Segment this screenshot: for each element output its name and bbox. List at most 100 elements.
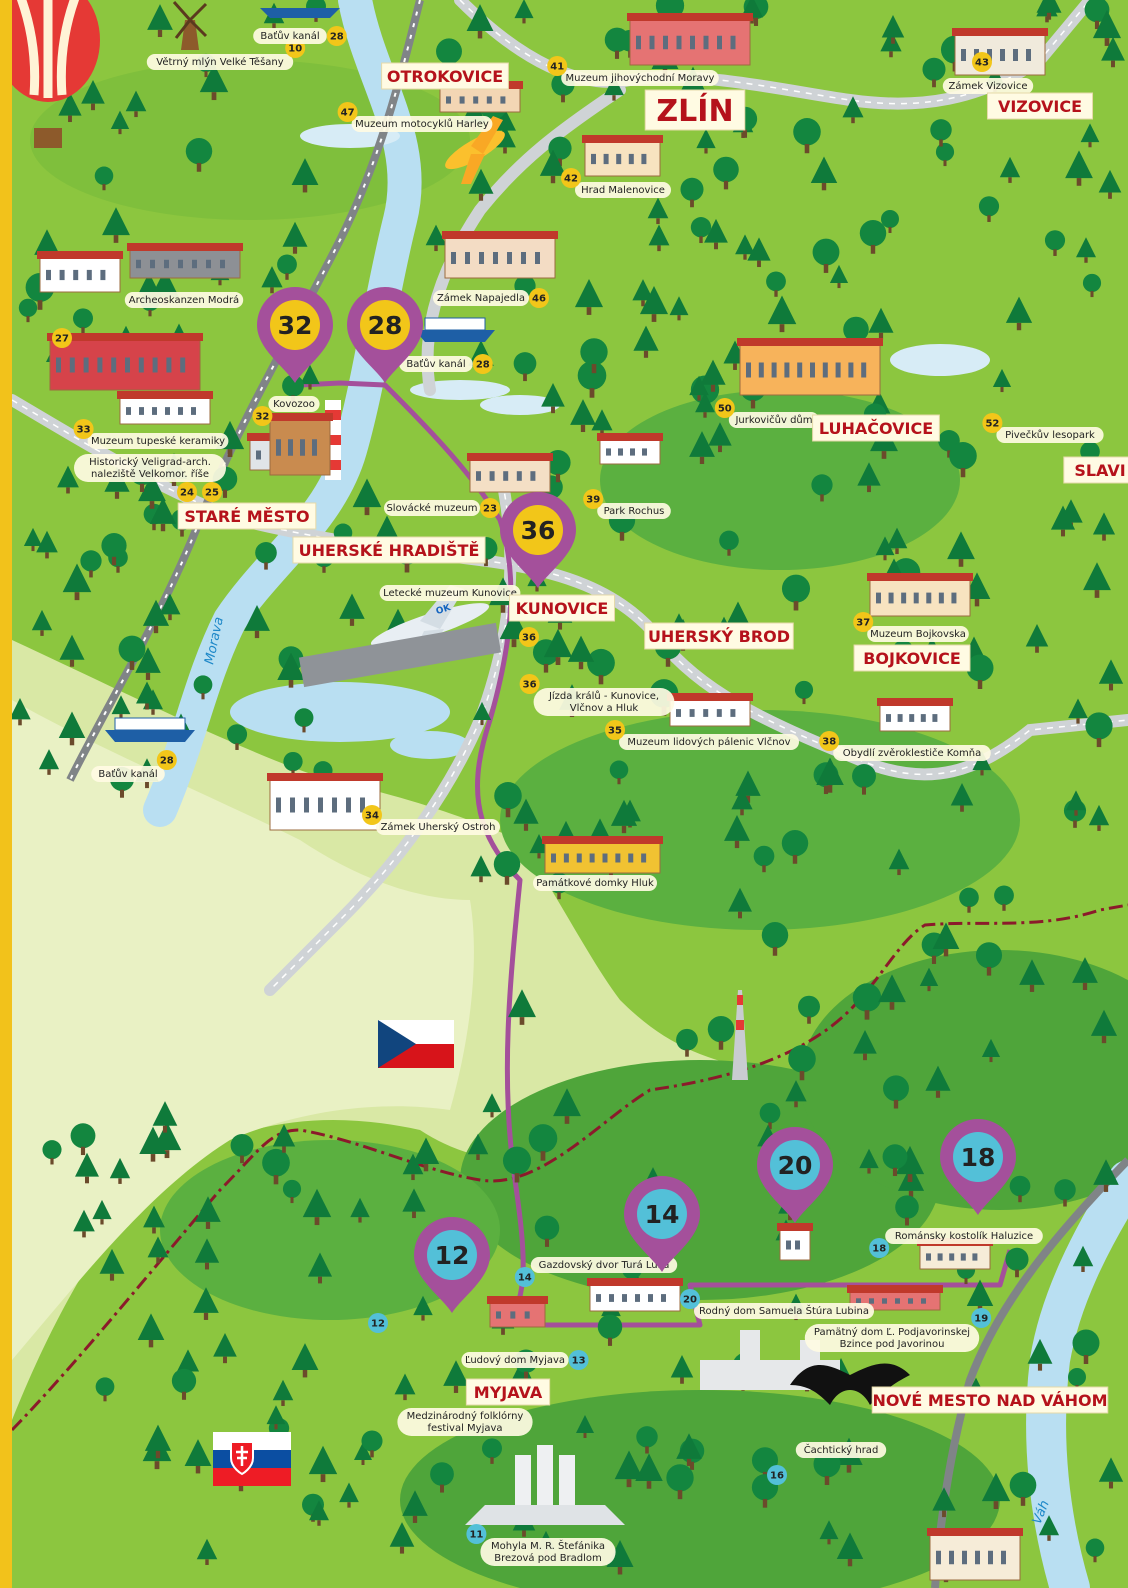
place-label-bg [804,1324,980,1352]
building-icon [587,1278,683,1312]
route-stop-number: 20 [778,1151,813,1180]
place-name: Muzeum motocyklů Harley [355,118,489,130]
frame-left [0,0,12,1588]
place-label-plet[interactable]: Letecké muzeum Kunovice [379,585,521,601]
place-number-badge [362,805,382,825]
map-pin-icon[interactable]: 12 [414,1217,490,1313]
town-label-stare-mesto[interactable]: STARÉ MĚSTO [177,502,317,530]
town-label-uhersky-brod[interactable]: UHERSKÝ BROD [644,622,794,650]
map-pin-icon[interactable]: 18 [940,1119,1016,1215]
place-label-phluk[interactable]: Památkové domky Hluk [533,875,657,891]
building-icon [952,28,1048,76]
place-number: 18 [872,1244,886,1255]
place-number: 14 [518,1273,532,1284]
hot-air-balloon-icon [0,0,100,148]
town-name: UHERSKÝ BROD [648,627,790,646]
map-pin-icon[interactable]: 20 [757,1127,833,1223]
place-number-badge [368,1313,388,1333]
place-name: Rodný dom Samuela Štúra Lubina [699,1304,869,1317]
place-label-p36a[interactable]: 36 [519,627,539,647]
place-number-badge [529,288,549,308]
building-icon [927,1528,1023,1581]
place-label-bg [433,290,529,306]
town-label-bg [644,622,794,650]
town-label-uherske-hradiste[interactable]: UHERSKÉ HRADIŠTĚ [292,536,486,564]
place-label-p27[interactable]: 27 [52,328,72,348]
place-number: 25 [205,488,219,499]
place-name: Zámek Uherský Ostroh [381,821,496,833]
place-label-pvel[interactable]: Historický Veligrad-arch.naleziště Velko… [74,454,226,482]
place-number-badge [177,482,197,502]
map-pin-icon[interactable]: 36 [500,492,576,588]
place-number-badge [972,52,992,72]
place-label-p24[interactable]: 24 [177,482,197,502]
town-label-zlin[interactable]: ZLÍN [644,89,746,131]
town-label-slavicin[interactable]: SLAVI [1063,456,1128,484]
place-label-pcach[interactable]: Čachtický hrad [795,1442,887,1458]
building-icon [877,698,953,732]
town-label-vizovice[interactable]: VIZOVICE [986,92,1094,120]
place-number: 33 [77,425,91,436]
place-number: 19 [974,1314,988,1325]
town-label-kunovice[interactable]: KUNOVICE [508,594,616,622]
map-pin-icon[interactable]: 32 [257,287,333,383]
place-label-p16[interactable]: 16 [767,1465,787,1485]
place-number: 41 [550,62,564,73]
place-name: Pamätný dom Ľ. Podjavorinskej [814,1326,970,1338]
place-label-p25[interactable]: 25 [202,482,222,502]
place-label-bg [399,356,473,372]
place-name: Pivečkův lesopark [1005,429,1095,441]
town-label-bg [177,502,317,530]
place-label-bg [379,585,521,601]
building-icon [467,453,553,493]
place-label-parch[interactable]: Archeoskanzen Modrá [124,292,244,308]
place-label-bg [996,427,1104,443]
place-label-bg [619,734,799,750]
town-label-bojkovice[interactable]: BOJKOVICE [853,644,971,672]
town-label-otrokovice[interactable]: OTROKOVICE [381,62,509,90]
town-label-luhacovice[interactable]: LUHAČOVICE [812,414,940,442]
map-pin-icon[interactable]: 28 [347,287,423,383]
town-label-myjava[interactable]: MYJAVA [465,1378,551,1406]
town-label-nove-mesto[interactable]: NOVÉ MESTO NAD VÁHOM [871,1386,1109,1414]
place-name: Zámek Napajedla [437,292,525,304]
place-label-bg [533,875,657,891]
place-label-bg [384,500,480,516]
place-label-p12[interactable]: 12 [368,1313,388,1333]
place-label-bg [575,182,671,198]
map-pin-icon[interactable]: 14 [624,1176,700,1272]
place-number-badge [252,406,273,426]
building-icon [487,1296,548,1328]
place-name: Vlčnov a Hluk [570,702,639,714]
place-number-badge [519,674,540,694]
cloud-kanal [480,395,560,415]
